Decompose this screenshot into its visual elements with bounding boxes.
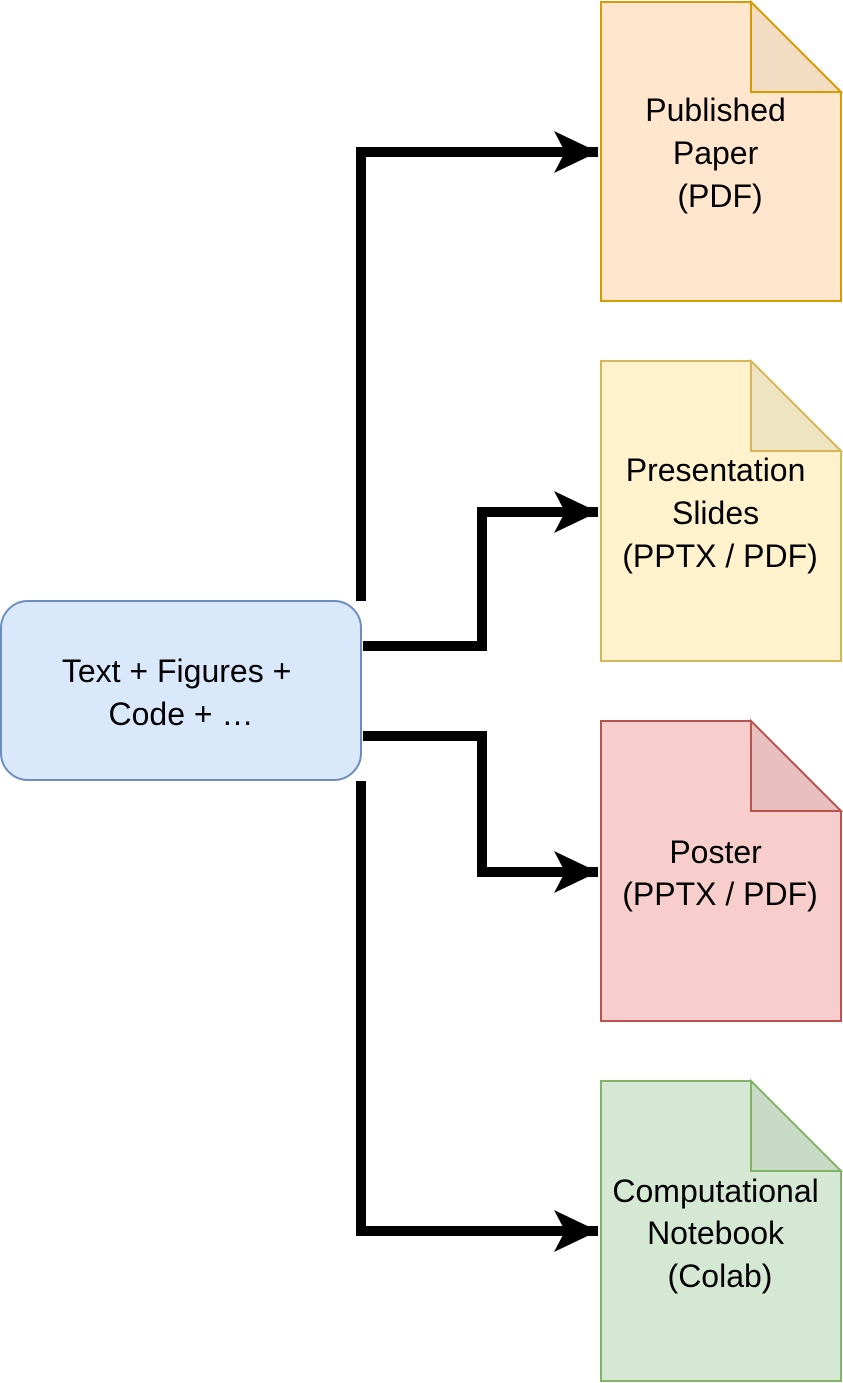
output-doc-paper: Published Paper (PDF) [600,0,843,302]
output-doc-poster: Poster (PPTX / PDF) [600,718,843,1022]
doc-label-line: Poster [669,834,762,870]
doc-label-line: Computational [612,1173,818,1209]
doc-label-line: (PPTX / PDF) [622,538,818,574]
connectors [356,131,598,1252]
doc-label: Presentation Slides (PPTX / PDF) [622,452,818,574]
doc-label-line: Notebook [647,1215,785,1251]
doc-label-line: Presentation [626,452,806,488]
connector-to-notebook [356,781,598,1252]
doc-label: Published Paper (PDF) [645,92,794,214]
connector-to-poster [363,731,598,893]
doc-label-line: Paper [673,135,759,171]
output-doc-slides: Presentation Slides (PPTX / PDF) [600,358,843,662]
doc-label-line: (Colab) [668,1258,773,1294]
doc-fold [750,358,843,452]
source-label-line: Code + … [109,696,254,732]
source-label: Text + Figures + Code + … [62,653,300,732]
doc-label-line: (PPTX / PDF) [622,876,818,912]
doc-fold [750,0,843,93]
doc-label: Computational Notebook (Colab) [612,1173,827,1294]
doc-label-line: Published [645,92,786,128]
source-label-line: Text + Figures + [62,653,291,689]
doc-label-line: Slides [672,495,759,531]
doc-fold [750,718,843,812]
doc-label: Poster (PPTX / PDF) [622,834,818,912]
connector-to-slides [363,491,598,651]
source-node: Text + Figures + Code + … [0,600,362,781]
connector-to-paper [356,131,598,601]
output-doc-notebook: Computational Notebook (Colab) [600,1078,843,1382]
doc-body [600,720,842,1022]
doc-label-line: (PDF) [677,178,762,214]
source-box [0,600,362,781]
doc-fold [750,1078,843,1172]
